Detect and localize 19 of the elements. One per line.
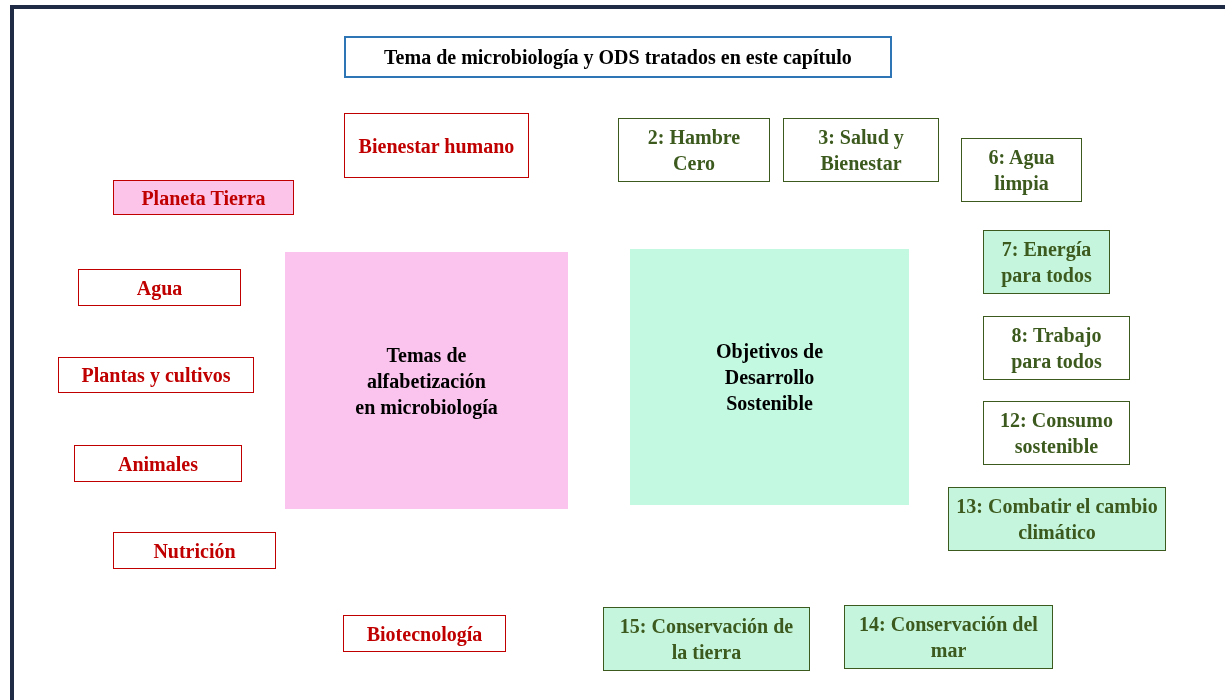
topic-box: Biotecnología: [343, 615, 506, 652]
topic-box: 14: Conservación del mar: [844, 605, 1053, 669]
topic-panel: Temas de alfabetización en microbiología: [285, 252, 568, 509]
topic-box: Nutrición: [113, 532, 276, 569]
topic-box: Animales: [74, 445, 242, 482]
topic-box: Planeta Tierra: [113, 180, 294, 215]
topic-box: Agua: [78, 269, 241, 306]
topic-box: 2: Hambre Cero: [618, 118, 770, 182]
topic-box: 12: Consumo sostenible: [983, 401, 1130, 465]
topic-box: 7: Energía para todos: [983, 230, 1110, 294]
topic-box: 8: Trabajo para todos: [983, 316, 1130, 380]
title: Tema de microbiología y ODS tratados en este capítulo: [344, 36, 892, 78]
topic-box: Plantas y cultivos: [58, 357, 254, 393]
topic-panel: Objetivos de Desarrollo Sostenible: [630, 249, 909, 505]
topic-box: 13: Combatir el cambio climático: [948, 487, 1166, 551]
topic-box: 6: Agua limpia: [961, 138, 1082, 202]
topic-box: 3: Salud y Bienestar: [783, 118, 939, 182]
topic-box: Bienestar humano: [344, 113, 529, 178]
topic-box: 15: Conservación de la tierra: [603, 607, 810, 671]
